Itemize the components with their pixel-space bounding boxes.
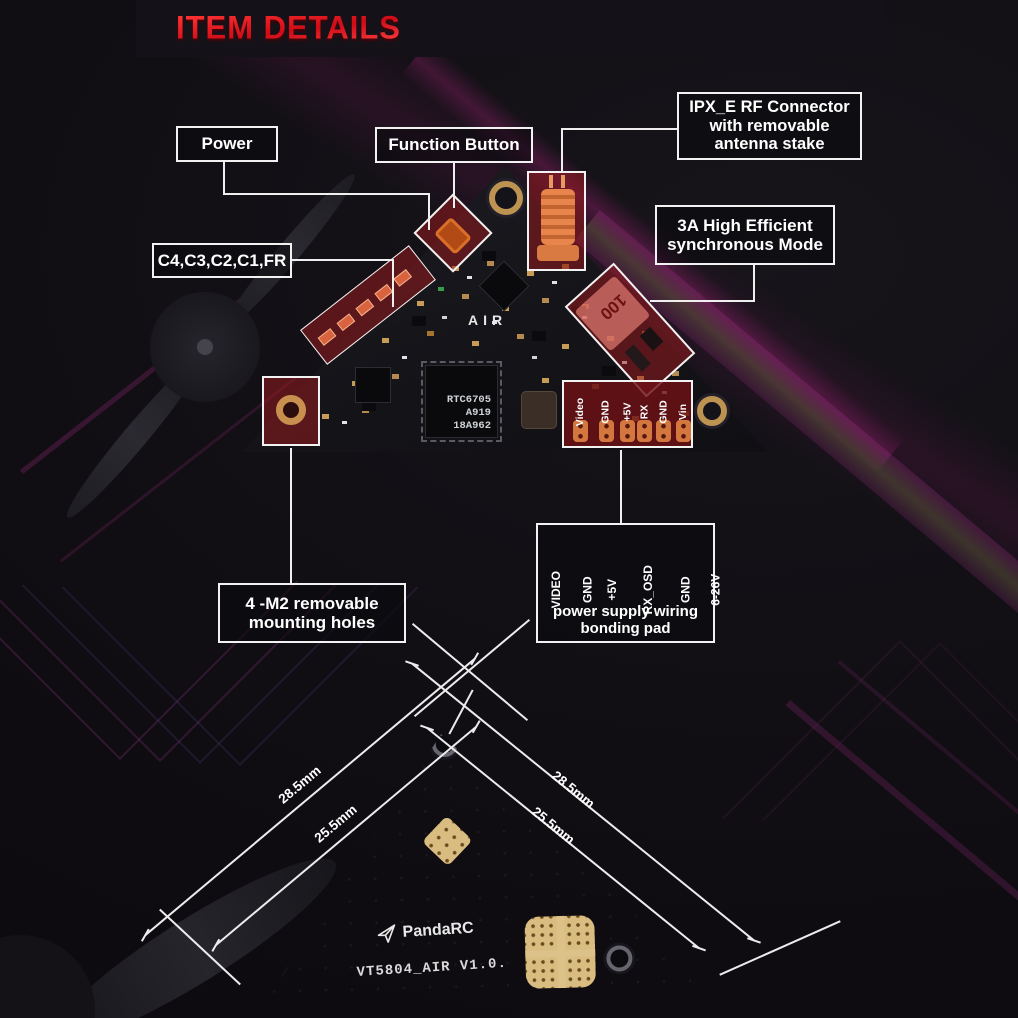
pin-label: Vin — [677, 403, 690, 421]
callout-wiring-pad: VIDEO GND +5V RX_OSD GND 6-26V power sup… — [536, 523, 722, 643]
callout-mounting-holes: 4 -M2 removable mounting holes — [218, 583, 406, 643]
solder-pad — [675, 419, 691, 442]
wiring-pin-label: +5V — [605, 579, 620, 601]
leader-line — [453, 163, 455, 208]
callout-line: 3A High Efficient — [677, 215, 813, 235]
page-title: ITEM DETAILS — [176, 8, 401, 47]
callout-function-button: Function Button — [375, 127, 533, 163]
led — [438, 287, 444, 291]
function-button — [433, 216, 473, 255]
mounting-hole — [259, 950, 286, 977]
wiring-pin-label: GND — [580, 576, 595, 604]
callout-line: mounting holes — [248, 613, 376, 632]
ipx-connector-base — [537, 245, 579, 261]
leader-line — [753, 265, 755, 302]
pcb-components-scatter — [242, 166, 249, 171]
pin-label: GND — [657, 400, 670, 424]
chip-marking: 18A962 — [453, 419, 491, 432]
air-silkscreen: AIR — [468, 312, 508, 328]
rf-connector-highlight — [527, 171, 586, 271]
wiring-pin-label: GND — [678, 576, 693, 604]
leader-line — [290, 448, 292, 585]
solder-pad — [598, 419, 614, 442]
solder-pad — [655, 419, 671, 442]
brand-name: PandaRC — [402, 919, 475, 941]
callout-line: with removable — [709, 116, 830, 135]
callout-power-label: Power — [201, 134, 253, 154]
header-bar — [136, 0, 885, 57]
wiring-pin-label: VIDEO — [548, 571, 563, 609]
ground-pad — [524, 915, 596, 989]
mounting-hole — [276, 395, 306, 425]
chevron-pattern — [761, 642, 1018, 999]
leader-line — [392, 259, 394, 307]
buck-ic — [624, 344, 651, 372]
leader-line — [223, 193, 430, 195]
callout-capacitors-label: C4,C3,C2,C1,FR — [157, 250, 287, 270]
wiring-caption-line: power supply wiring — [552, 602, 698, 620]
mounting-hole-highlight — [262, 376, 320, 446]
callout-sync-mode: 3A High Efficient synchronous Mode — [655, 205, 835, 265]
rf-shield-pad — [422, 815, 473, 866]
pcb-silkscreen-scatter — [242, 166, 247, 169]
pin-label: +5V — [621, 402, 634, 422]
wiring-pin-label: RX_OSD — [640, 565, 655, 615]
brand-logo: PandaRC — [375, 918, 474, 946]
dimension-extension-line — [411, 623, 529, 721]
wiring-pin-label: 6-26V — [708, 574, 723, 607]
inductor-chip — [521, 391, 557, 429]
callout-line: synchronous Mode — [667, 235, 823, 254]
leader-line — [223, 162, 225, 195]
ipx-connector — [541, 189, 575, 245]
solder-pad-header-highlight: Video GND +5V RX GND Vin — [562, 380, 693, 448]
pin-label: RX — [638, 404, 651, 420]
pin-label: Video — [574, 397, 587, 427]
chip-marking: A919 — [465, 406, 491, 419]
wiring-caption-line: bonding pad — [580, 620, 671, 637]
leader-line — [561, 128, 563, 172]
solder-pad — [619, 419, 635, 442]
chip-marking: RTC6705 — [446, 393, 491, 406]
pcb-ic-scatter — [242, 166, 256, 176]
dimension-label: 28.5mm — [549, 767, 598, 812]
pin-label: GND — [600, 400, 613, 424]
rtc6705-chip: RTC6705 A919 18A962 — [421, 361, 502, 442]
pcb-back-view: PandaRC VT5804_AIR V1.0. — [255, 727, 712, 1009]
model-text: VT5804_AIR V1.0. — [356, 955, 508, 981]
callout-ipx-connector: IPX_E RF Connector with removable antenn… — [677, 92, 862, 160]
dimension-extension-line — [413, 619, 531, 717]
wiring-caption: power supply wiring bonding pad — [553, 603, 698, 638]
solder-pad — [572, 419, 588, 442]
leader-line — [428, 193, 430, 230]
mounting-hole — [489, 181, 523, 215]
antenna-prong — [561, 175, 565, 188]
buck-ic — [639, 326, 664, 352]
side-chip — [355, 367, 391, 403]
paper-plane-icon — [375, 922, 398, 945]
mounting-hole — [606, 945, 633, 972]
leader-line — [620, 450, 622, 523]
leader-line — [650, 300, 755, 302]
mounting-hole — [697, 396, 727, 426]
propeller-hub-center — [197, 339, 213, 355]
leader-line — [561, 128, 677, 130]
callout-capacitors: C4,C3,C2,C1,FR — [152, 243, 292, 278]
callout-function-button-label: Function Button — [388, 135, 520, 155]
top-chip — [478, 260, 530, 312]
callout-power: Power — [176, 126, 278, 162]
callout-line: antenna stake — [714, 135, 825, 154]
antenna-prong — [549, 175, 553, 188]
motor-bell — [0, 935, 95, 1018]
solder-pad — [636, 419, 652, 442]
leader-line — [292, 259, 394, 261]
callout-line: IPX_E RF Connector — [689, 98, 850, 117]
wiring-pin-labels: VIDEO GND +5V RX_OSD GND 6-26V — [538, 533, 722, 614]
callout-line: 4 -M2 removable — [245, 593, 379, 613]
